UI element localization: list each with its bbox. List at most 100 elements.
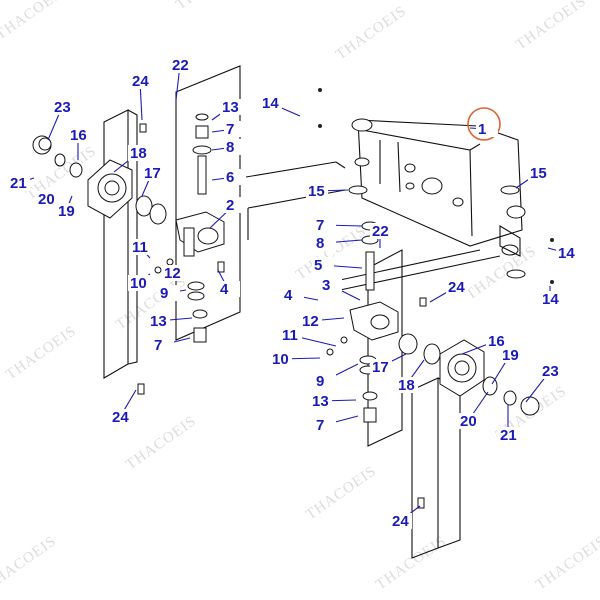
callout-bg (162, 265, 184, 281)
callout-bg (148, 313, 170, 329)
callout-bg (220, 99, 242, 115)
callout-bg (314, 217, 336, 233)
callout-labels: 1141414151522242316181721201913786211121… (8, 57, 578, 530)
callout-label-21: 21 (500, 427, 517, 444)
callout-label-8: 8 (226, 139, 234, 156)
callout-bg (500, 347, 522, 363)
callout-label-9: 9 (160, 285, 168, 302)
callout-bg (270, 351, 292, 367)
callout-bg (280, 327, 302, 343)
callout-bg (540, 363, 562, 379)
highlight-ring (467, 107, 501, 141)
callout-bg (390, 513, 412, 529)
callout-label-16: 16 (488, 333, 505, 350)
callout-bg (224, 197, 246, 213)
callout-label-7: 7 (316, 417, 324, 434)
callout-bg (110, 409, 132, 425)
watermark-text: THACOEIS (533, 533, 600, 593)
callout-bg (8, 175, 30, 191)
callout-label-12: 12 (302, 313, 319, 330)
bolts (137, 88, 554, 509)
callout-label-15: 15 (530, 165, 547, 182)
callout-label-17: 17 (144, 165, 161, 182)
callout-bg (224, 121, 246, 137)
watermark-text: THACOEIS (333, 3, 409, 63)
callout-label-19: 19 (58, 203, 75, 220)
callout-label-11: 11 (132, 239, 148, 256)
callout-label-12: 12 (164, 265, 181, 282)
callout-label-13: 13 (150, 313, 167, 330)
left-kingpin-stack (175, 113, 225, 343)
callout-bg (486, 333, 508, 349)
callout-bg (312, 257, 334, 273)
callout-label-23: 23 (542, 363, 559, 380)
callout-label-13: 13 (222, 99, 239, 116)
callout-bg (260, 95, 282, 111)
callout-label-17: 17 (372, 359, 389, 376)
watermark-text: THACOEIS (463, 243, 539, 303)
watermark-text: THACOEIS (0, 0, 70, 43)
callout-label-7: 7 (226, 121, 234, 138)
callout-label-14: 14 (542, 291, 559, 308)
callout-bg (370, 223, 392, 239)
left-hub-assembly (32, 135, 167, 225)
callout-bg (158, 285, 180, 301)
watermark-text: THACOEIS (3, 323, 79, 383)
callout-label-10: 10 (130, 275, 147, 292)
watermark-text: THACOEIS (0, 533, 60, 593)
left-frame-beam (103, 109, 138, 379)
callout-bg (128, 145, 150, 161)
callout-label-15: 15 (308, 183, 325, 200)
callout-bg (498, 427, 520, 443)
callout-bg (218, 281, 240, 297)
callout-bg (310, 393, 332, 409)
callout-bg (36, 191, 58, 207)
callout-bg (170, 57, 192, 73)
callout-bg (540, 291, 562, 307)
callout-label-13: 13 (312, 393, 329, 410)
callout-label-23: 23 (54, 99, 71, 116)
callout-bg (130, 73, 152, 89)
callout-label-7: 7 (154, 337, 162, 354)
watermark-text: THACOEIS (123, 413, 199, 473)
callout-label-20: 20 (460, 413, 477, 430)
callout-bg (306, 183, 328, 199)
callout-bg (476, 121, 498, 137)
callout-label-14: 14 (558, 245, 575, 262)
callout-label-20: 20 (38, 191, 55, 208)
watermark-text: THACOEIS (303, 463, 379, 523)
callout-label-18: 18 (130, 145, 147, 162)
callout-bg (130, 239, 152, 255)
right-hub-assembly (423, 339, 540, 416)
callout-label-24: 24 (112, 409, 129, 426)
callout-bg (56, 203, 78, 219)
callout-bg (314, 417, 336, 433)
callout-label-4: 4 (284, 287, 293, 304)
callout-label-1: 1 (478, 121, 486, 138)
callout-bg (282, 287, 304, 303)
callout-label-9: 9 (316, 373, 324, 390)
callout-label-3: 3 (322, 277, 330, 294)
callout-label-19: 19 (502, 347, 519, 364)
callout-label-4: 4 (220, 281, 229, 298)
callout-label-10: 10 (272, 351, 289, 368)
callout-label-5: 5 (314, 257, 322, 274)
callout-bg (224, 169, 246, 185)
callout-label-6: 6 (226, 169, 234, 186)
callout-bg (52, 99, 74, 115)
callout-label-24: 24 (448, 279, 465, 296)
callout-bg (370, 359, 392, 375)
callout-bg (68, 127, 90, 143)
callout-bg (142, 165, 164, 181)
callout-label-2: 2 (226, 197, 234, 214)
callout-bg (446, 279, 468, 295)
callout-label-24: 24 (392, 513, 409, 530)
washers (348, 185, 526, 279)
callout-label-16: 16 (70, 127, 87, 144)
right-bracket-plate (367, 249, 403, 447)
callout-label-22: 22 (172, 57, 189, 74)
callout-bg (128, 275, 150, 291)
callout-bg (528, 165, 550, 181)
